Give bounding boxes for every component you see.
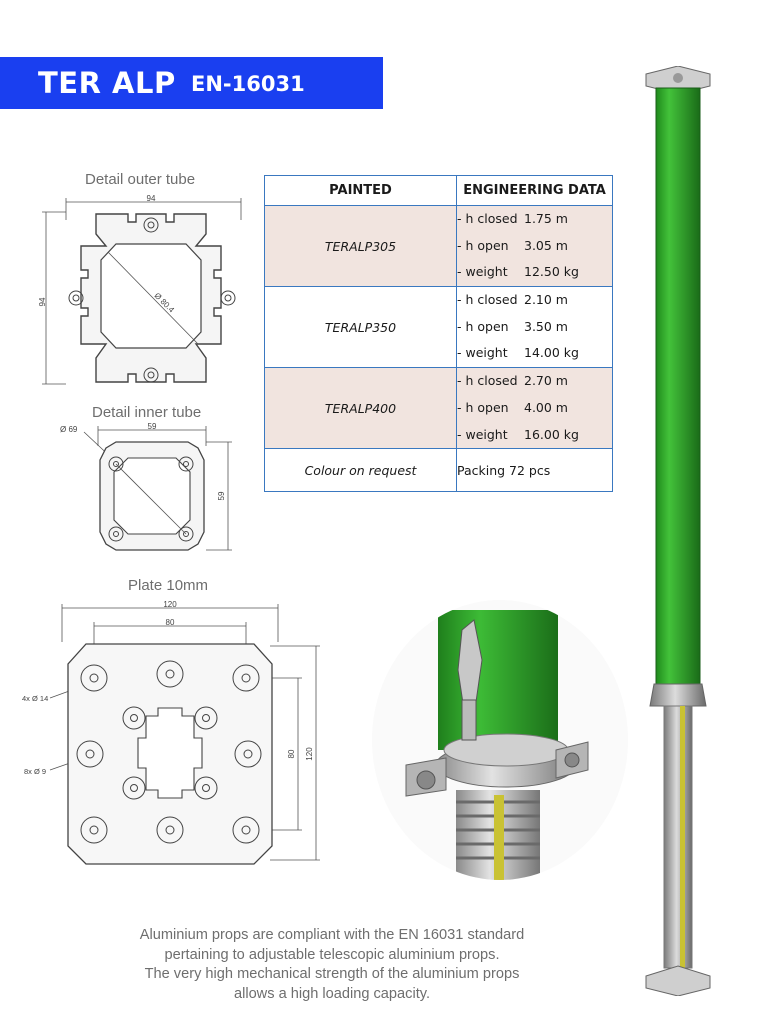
spec-table: PAINTED ENGINEERING DATA TERALP305 - h c… <box>264 175 613 493</box>
h-open-label: - h open <box>457 237 509 253</box>
engineering-cell: - h closed 1.75 m - h open 3.05 m - weight… <box>456 204 613 288</box>
weight-label: - weight <box>457 264 508 280</box>
closeup-illustration <box>372 600 628 880</box>
model-name: TERALP350 <box>264 286 457 369</box>
h-closed-label: - h closed <box>457 211 518 226</box>
h-open-label: - h open <box>457 399 509 415</box>
packing-note: Packing 72 pcs <box>456 448 613 493</box>
weight-value: 12.50 kg <box>524 264 579 280</box>
table-row: TERALP305 - h closed 1.75 m - h open 3.05 … <box>264 204 613 288</box>
plate-width-outer: 120 <box>163 600 177 609</box>
plate-drawing: 120 80 80 120 4x Ø 14 8x Ø 9 <box>22 600 320 865</box>
h-closed-label: - h closed <box>457 373 518 389</box>
table-row: TERALP400 - h closed 2.70 m - h open 4.00 … <box>264 367 613 450</box>
plate-height-outer: 120 <box>305 747 314 761</box>
h-open-label: - h open <box>457 318 509 334</box>
weight-value: 14.00 kg <box>524 345 579 361</box>
plate-large-holes-dim: 4x Ø 14 <box>22 694 48 703</box>
h-open-value: 4.00 m <box>524 399 568 415</box>
plate-height-inner: 80 <box>287 749 296 758</box>
footer-line: Aluminium props are compliant with the E… <box>139 927 525 943</box>
footer-text: Aluminium props are compliant with the E… <box>112 926 552 1004</box>
header-engineering: ENGINEERING DATA <box>456 175 613 206</box>
outer-height-dim: 94 <box>38 297 47 306</box>
title-banner: TER ALP EN-16031 <box>0 57 383 109</box>
header-painted: PAINTED <box>264 175 457 206</box>
h-open-value: 3.50 m <box>524 318 568 334</box>
table-footer-row: Colour on request Packing 72 pcs <box>264 448 613 493</box>
engineering-cell: - h closed 2.10 m - h open 3.50 m - weight… <box>456 286 613 369</box>
footer-line: allows a high loading capacity. <box>233 985 431 1002</box>
h-closed-value: 2.70 m <box>524 373 568 389</box>
inner-height-dim: 59 <box>217 491 226 500</box>
h-closed-value: 2.10 m <box>524 292 568 308</box>
outer-tube-drawing: 94 94 Ø 80.4 <box>38 194 242 385</box>
inner-hole-dim: Ø 69 <box>60 425 78 434</box>
model-name: TERALP400 <box>264 367 457 450</box>
h-open-value: 3.05 m <box>524 237 568 253</box>
weight-label: - weight <box>457 426 508 442</box>
engineering-cell: - h closed 2.70 m - h open 4.00 m - weight… <box>456 367 613 450</box>
weight-value: 16.00 kg <box>524 426 579 442</box>
inner-width-dim: 59 <box>148 422 157 431</box>
colour-note: Colour on request <box>264 448 457 493</box>
inner-tube-drawing: 59 59 Ø 69 <box>60 422 232 551</box>
outer-tube-caption: Detail outer tube <box>85 171 196 188</box>
outer-width-dim: 94 <box>147 194 156 203</box>
prop-illustration <box>645 66 711 996</box>
h-closed-label: - h closed <box>457 292 518 308</box>
weight-label: - weight <box>457 345 508 361</box>
footer-line: The very high mechanical strength of the… <box>144 966 520 982</box>
footer-line: pertaining to adjustable telescopic alum… <box>164 946 500 963</box>
table-row: TERALP350 - h closed 2.10 m - h open 3.50 … <box>264 286 613 369</box>
plate-small-holes-dim: 8x Ø 9 <box>24 767 46 776</box>
inner-tube-caption: Detail inner tube <box>92 404 202 421</box>
plate-width-inner: 80 <box>166 618 175 627</box>
standard-title: EN-16031 <box>191 72 305 96</box>
plate-caption: Plate 10mm <box>128 577 209 594</box>
table-header-row: PAINTED ENGINEERING DATA <box>264 175 613 206</box>
model-name: TERALP305 <box>264 204 457 288</box>
brand-title: TER ALP <box>38 66 176 100</box>
h-closed-value: 1.75 m <box>524 211 568 226</box>
